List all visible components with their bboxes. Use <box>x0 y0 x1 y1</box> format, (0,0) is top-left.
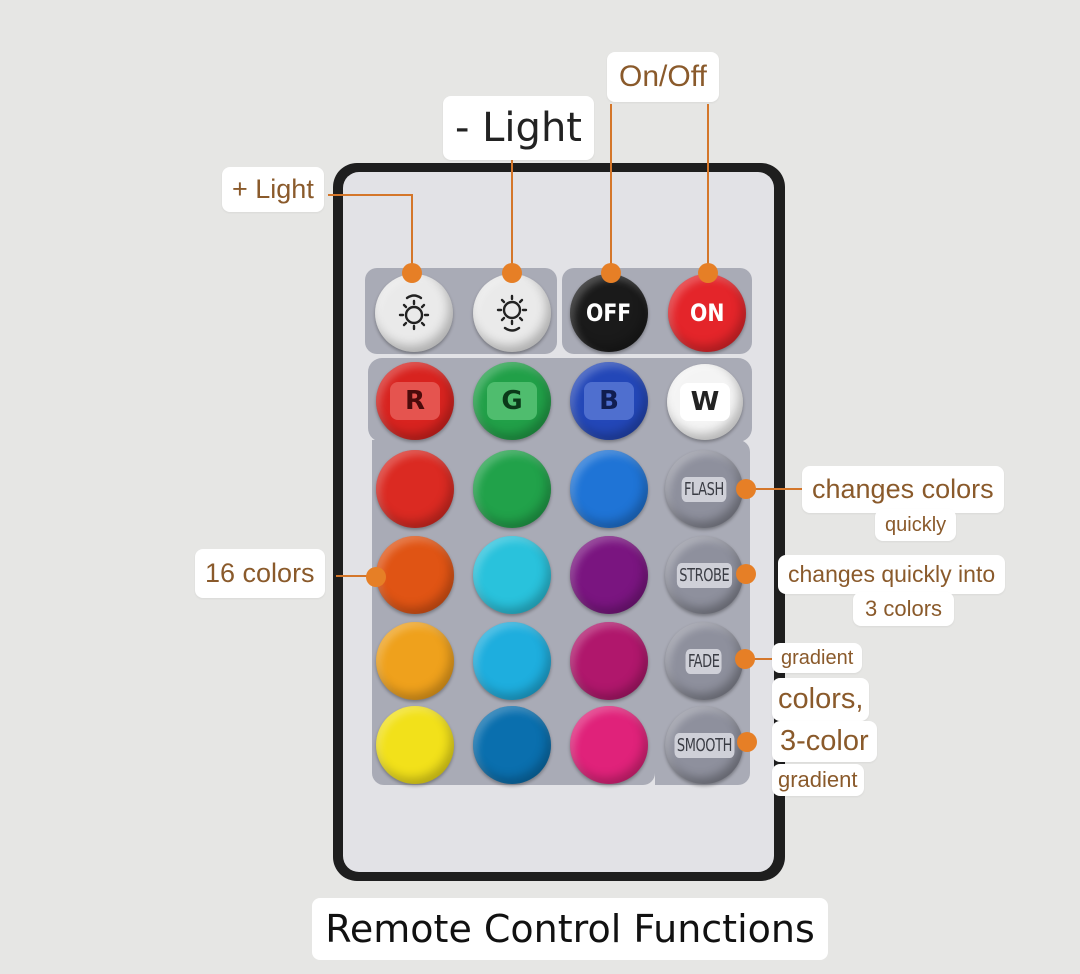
color-button-8[interactable] <box>473 622 551 700</box>
blue-button[interactable]: B <box>570 362 648 440</box>
green-button[interactable]: G <box>473 362 551 440</box>
leader-line-16-colors <box>336 575 376 577</box>
color-button-10[interactable] <box>376 706 454 784</box>
strobe-button[interactable]: STROBE <box>665 536 743 614</box>
dot-16-colors <box>366 567 386 587</box>
color-button-2[interactable] <box>473 450 551 528</box>
color-button-3[interactable] <box>570 450 648 528</box>
strobe-label: STROBE <box>676 562 732 588</box>
dot-strobe <box>736 564 756 584</box>
callout-fade-desc-2: colors, <box>772 678 870 721</box>
flash-label: FLASH <box>681 476 727 502</box>
callout-smooth-desc: 3-color <box>772 721 877 762</box>
color-button-6[interactable] <box>570 536 648 614</box>
color-button-11[interactable] <box>473 706 551 784</box>
leader-line-fade <box>748 658 778 660</box>
dot-fade <box>735 649 755 669</box>
callout-flash-desc: changes colors <box>802 466 1004 513</box>
red-button[interactable]: R <box>376 362 454 440</box>
sun-outline-up-icon <box>398 294 430 331</box>
color-button-1[interactable] <box>376 450 454 528</box>
leader-line-plus-light-h <box>328 194 412 196</box>
callout-smooth-desc-2: gradient <box>772 764 864 796</box>
dot-minus-light <box>502 263 522 283</box>
brightness-up-button[interactable] <box>375 274 453 352</box>
brightness-down-button[interactable] <box>473 274 551 352</box>
color-button-4[interactable] <box>376 536 454 614</box>
white-button[interactable]: W <box>667 364 743 440</box>
callout-fade-desc: gradient <box>772 643 863 673</box>
leader-line-minus-light <box>511 155 513 273</box>
green-label: G <box>487 382 537 420</box>
leader-line-on <box>707 104 709 272</box>
on-label: ON <box>689 299 725 327</box>
color-button-5[interactable] <box>473 536 551 614</box>
callout-flash-desc-2: quickly <box>875 509 957 541</box>
color-button-12[interactable] <box>570 706 648 784</box>
dot-smooth <box>737 732 757 752</box>
leader-line-plus-light-v <box>411 194 413 274</box>
blue-label: B <box>584 382 634 420</box>
fade-button[interactable]: FADE <box>665 622 743 700</box>
callout-strobe-desc: changes quickly into <box>778 555 1006 594</box>
on-button[interactable]: ON <box>668 274 746 352</box>
white-label: W <box>680 383 730 421</box>
page-title: Remote Control Functions <box>312 898 828 960</box>
flash-button[interactable]: FLASH <box>665 450 743 528</box>
callout-16-colors: 16 colors <box>195 549 325 598</box>
leader-line-off <box>610 104 612 274</box>
callout-strobe-desc-2: 3 colors <box>853 592 955 626</box>
fade-label: FADE <box>685 648 723 674</box>
dot-off <box>601 263 621 283</box>
color-button-7[interactable] <box>376 622 454 700</box>
leader-line-flash <box>748 488 804 490</box>
red-label: R <box>390 382 440 420</box>
dot-plus-light <box>402 263 422 283</box>
sun-outline-down-icon <box>496 294 528 332</box>
color-button-9[interactable] <box>570 622 648 700</box>
dot-on <box>698 263 718 283</box>
smooth-label: SMOOTH <box>674 732 734 758</box>
callout-plus-light: + Light <box>222 167 324 212</box>
dot-flash <box>736 479 756 499</box>
off-label: OFF <box>586 299 632 327</box>
callout-on-off: On/Off <box>607 52 719 102</box>
smooth-button[interactable]: SMOOTH <box>665 706 743 784</box>
callout-minus-light: - Light <box>443 96 594 160</box>
off-button[interactable]: OFF <box>570 274 648 352</box>
